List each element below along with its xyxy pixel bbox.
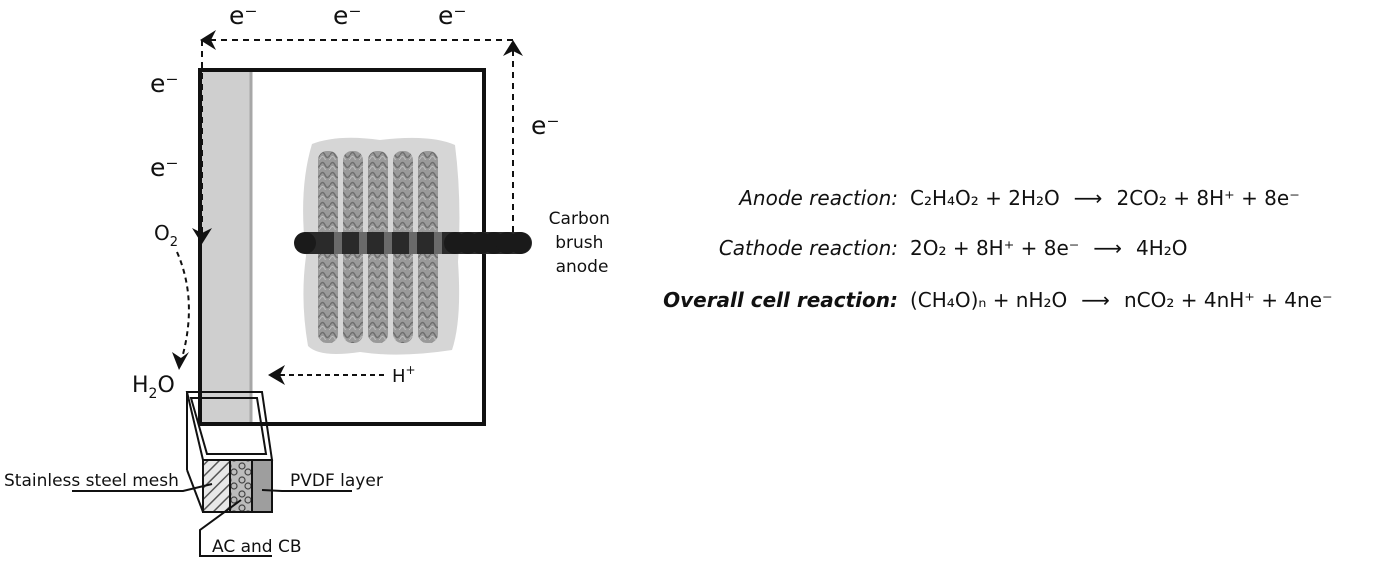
- electron-label: e⁻: [531, 111, 560, 140]
- brush-core: [294, 232, 532, 254]
- electron-label: e⁻: [438, 1, 467, 30]
- cathode-reaction-equation: 2O₂ + 8H⁺ + 8e⁻ ⟶ 4H₂O: [910, 236, 1188, 260]
- accb-label: AC and CB: [212, 537, 302, 557]
- anode-reaction-lhs: C₂H₄O₂ + 2H₂O: [910, 186, 1060, 210]
- electron-label: e⁻: [229, 1, 258, 30]
- anode-reaction-label: Anode reaction:: [739, 186, 898, 210]
- air-cathode: [202, 72, 250, 422]
- anode-reaction-rhs: 2CO₂ + 8H⁺ + 8e⁻: [1116, 186, 1300, 210]
- rod-gap: [384, 232, 392, 254]
- o2-path: [176, 251, 190, 359]
- arrow-head-down: [192, 228, 212, 244]
- mesh-label: Stainless steel mesh: [4, 471, 179, 491]
- o2-label: O2: [154, 221, 178, 250]
- overall-reaction-label: Overall cell reaction:: [663, 288, 898, 312]
- cathode-reaction-label: Cathode reaction:: [718, 236, 898, 260]
- o2-arrow-head: [172, 352, 189, 370]
- arrow-head-up: [503, 40, 523, 56]
- electron-circuit: [201, 39, 514, 235]
- rod-gap: [359, 232, 367, 254]
- pvdf-label: PVDF layer: [290, 471, 383, 491]
- rod-bead: [294, 232, 316, 254]
- overall-reaction-rhs: nCO₂ + 4nH⁺ + 4ne⁻: [1123, 288, 1333, 312]
- proton-label: H+: [392, 363, 416, 387]
- proton-arrow-head: [268, 365, 285, 385]
- reaction-arrow: ⟶: [1093, 236, 1123, 260]
- cross-section: [202, 459, 273, 513]
- rod-gap: [334, 232, 342, 254]
- electron-label: e⁻: [150, 153, 179, 182]
- accb-leader: [199, 499, 272, 557]
- cathode-reaction-row: Cathode reaction: 2O₂ + 8H⁺ + 8e⁻ ⟶ 4H₂O: [620, 236, 1360, 260]
- rod-gap: [409, 232, 417, 254]
- anode-reaction-row: Anode reaction: C₂H₄O₂ + 2H₂O ⟶ 2CO₂ + 8H⁺ …: [620, 186, 1360, 210]
- overall-reaction-equation: (CH₄O)ₙ + nH₂O ⟶ nCO₂ + 4nH⁺ + 4ne⁻: [910, 288, 1333, 312]
- rod-bead: [509, 232, 531, 254]
- anode-reaction-equation: C₂H₄O₂ + 2H₂O ⟶ 2CO₂ + 8H⁺ + 8e⁻: [910, 186, 1300, 210]
- rod-gap: [434, 232, 442, 254]
- electron-label: e⁻: [150, 69, 179, 98]
- mesh-leader: [72, 483, 213, 492]
- electron-label: e⁻: [333, 1, 362, 30]
- arrow-head-left: [200, 30, 216, 50]
- ac-cb-layer: [229, 459, 253, 513]
- anode-label: Carbon brush anode: [549, 209, 616, 277]
- reaction-arrow: ⟶: [1081, 288, 1110, 312]
- pvdf-leader: [261, 489, 352, 492]
- reaction-arrow: ⟶: [1073, 186, 1103, 210]
- overall-reaction-row: Overall cell reaction: (CH₄O)ₙ + nH₂O ⟶ nCO…: [620, 288, 1360, 312]
- overall-reaction-lhs: (CH₄O)ₙ + nH₂O: [910, 288, 1068, 312]
- pvdf-layer: [251, 459, 273, 513]
- cathode-reaction-lhs: 2O₂ + 8H⁺ + 8e⁻: [910, 236, 1080, 260]
- cathode-reaction-rhs: 4H₂O: [1136, 236, 1188, 260]
- h2o-label: H2O: [132, 373, 175, 402]
